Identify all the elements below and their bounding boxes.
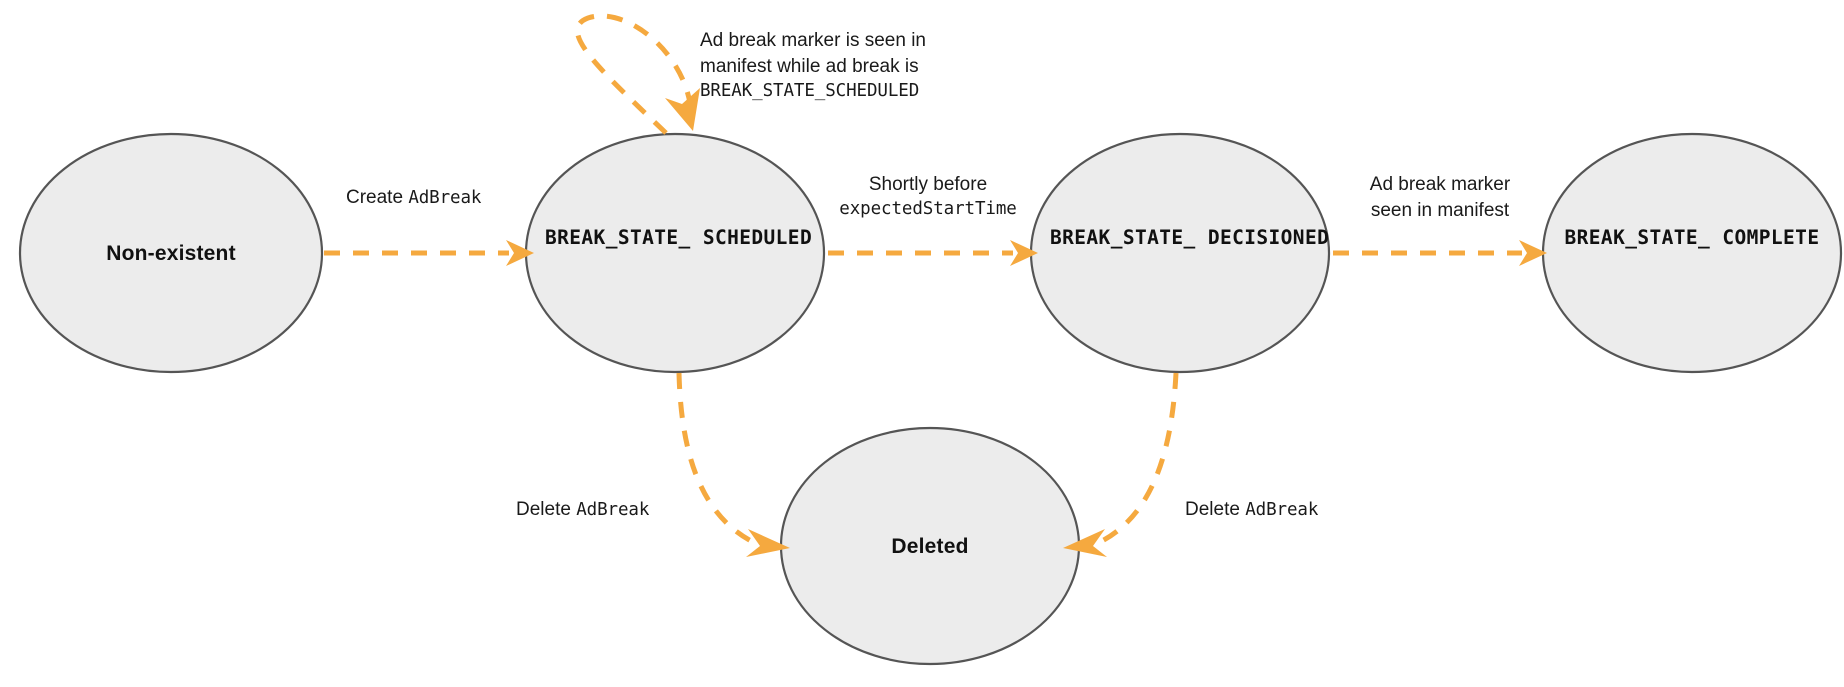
node-shape-break-state-scheduled[interactable]: [524, 132, 826, 374]
node-shape-non-existent[interactable]: [18, 132, 324, 374]
edge-label-delete-adbreak-from-decisioned: Delete AdBreak: [1185, 497, 1318, 523]
edge-delete-adbreak-from-decisioned[interactable]: [1063, 372, 1179, 557]
node-shapes: [18, 132, 1843, 666]
edge-shortly-before-expected-start-time[interactable]: [828, 240, 1038, 266]
edge-label-shortly-before-line2-code: expectedStartTime: [839, 198, 1017, 219]
edge-label-delete-from-scheduled-code: AdBreak: [576, 500, 650, 520]
node-shape-deleted[interactable]: [779, 426, 1081, 666]
edge-label-scheduled-self-loop-line2: manifest while ad break is: [700, 55, 919, 77]
node-shape-break-state-complete[interactable]: [1541, 132, 1843, 374]
edge-label-scheduled-self-loop: Ad break marker is seen in manifest whil…: [700, 28, 926, 103]
edge-label-marker-seen-line2: seen in manifest: [1370, 199, 1510, 221]
edge-label-scheduled-self-loop-line1: Ad break marker is seen in: [700, 30, 926, 51]
edge-label-create-adbreak-code: AdBreak: [408, 188, 482, 208]
edge-label-delete-adbreak-from-scheduled: Delete AdBreak: [516, 497, 649, 523]
edge-label-delete-from-decisioned-part1: Delete: [1185, 499, 1246, 520]
edge-create-adbreak[interactable]: [324, 240, 534, 266]
edge-label-scheduled-self-loop-line3-code: BREAK_STATE_SCHEDULED: [700, 80, 920, 101]
edge-label-create-adbreak: Create AdBreak: [346, 185, 481, 211]
edge-label-delete-from-scheduled-part1: Delete: [516, 499, 577, 520]
edge-scheduled-self-loop[interactable]: [574, 13, 700, 135]
edge-label-shortly-before-line1: Shortly before: [868, 174, 988, 195]
edge-label-ad-break-marker-seen-in-manifest: Ad break marker seen in manifest: [1340, 172, 1540, 224]
edge-label-delete-from-decisioned-code: AdBreak: [1245, 500, 1319, 520]
edge-label-marker-seen-line1: Ad break marker: [1369, 174, 1511, 195]
node-shape-break-state-decisioned[interactable]: [1029, 132, 1331, 374]
edge-delete-adbreak-from-scheduled[interactable]: [676, 372, 790, 557]
edge-label-create-adbreak-part1: Create: [346, 187, 409, 208]
edge-label-shortly-before-expected-start-time: Shortly before expectedStartTime: [828, 172, 1028, 222]
edge-ad-break-marker-seen-in-manifest[interactable]: [1333, 240, 1547, 266]
